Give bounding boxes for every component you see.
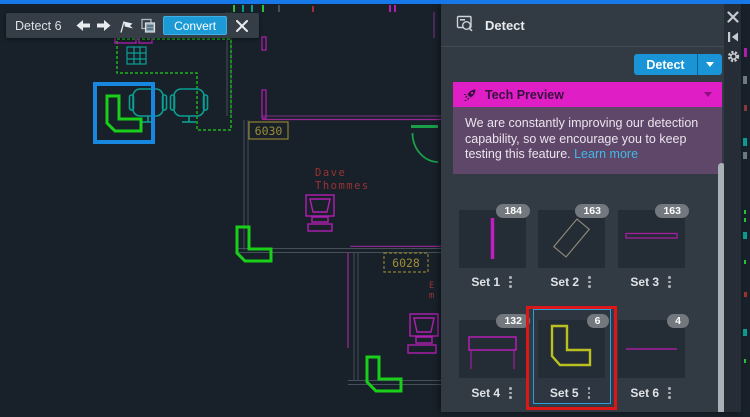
detected-l-shapes <box>105 94 403 393</box>
set-3-row: Set 3 <box>618 274 685 290</box>
svg-text:E: E <box>429 281 434 291</box>
set-3-thumbnail[interactable]: 163 <box>618 204 689 268</box>
detect-panel-icon <box>456 15 474 37</box>
set-menu-kebab[interactable] <box>507 274 514 290</box>
panel-divider <box>441 46 724 47</box>
set-1-shape <box>490 218 495 259</box>
convert-button[interactable]: Convert <box>163 16 228 35</box>
set-6-shape <box>626 348 677 350</box>
close-toolbar-icon[interactable] <box>231 16 253 36</box>
set-3-label: Set 3 <box>630 274 660 289</box>
set-4-label: Set 4 <box>471 385 501 400</box>
set-4-thumbnail[interactable]: 132 <box>459 314 530 378</box>
set-5-row: Set 5 <box>538 385 605 401</box>
learn-more-link[interactable]: Learn more <box>574 147 639 161</box>
detect-button-dropdown[interactable] <box>697 54 722 75</box>
set-3-shape <box>625 232 678 239</box>
previous-arrow-icon[interactable] <box>72 16 94 36</box>
canvas-edge-strip <box>741 4 750 412</box>
clipped-text-fragment: E m <box>429 281 434 301</box>
panel-header: Detect <box>441 4 724 46</box>
tech-preview-banner: Tech Preview We are constantly improving… <box>453 82 722 174</box>
room-label-6030: 6030 <box>255 124 283 138</box>
set-5-shape <box>550 324 591 366</box>
set-2-row: Set 2 <box>538 274 605 290</box>
panel-scrollbar[interactable] <box>718 163 725 412</box>
top-accent-bar <box>0 0 750 4</box>
set-5-thumbnail[interactable]: 6 <box>537 313 609 378</box>
tech-preview-title: Tech Preview <box>485 87 564 102</box>
count-badge: 132 <box>496 314 530 328</box>
collapse-panel-icon[interactable] <box>727 30 739 42</box>
desk-outline <box>116 38 232 131</box>
set-6-row: Set 6 <box>618 385 685 401</box>
count-badge: 4 <box>667 314 689 328</box>
settings-gear-icon[interactable] <box>727 50 739 63</box>
tech-preview-header[interactable]: Tech Preview <box>453 82 722 107</box>
detect-panel-content: Detect Detect Tech Preview We are consta… <box>441 4 725 412</box>
panel-title: Detect <box>485 18 525 33</box>
room-labels: 6030 6028 <box>248 121 429 273</box>
set-2-shape <box>552 218 591 258</box>
chair-icons <box>128 88 209 123</box>
detect-toolbar[interactable]: Detect 6 Convert <box>6 13 259 38</box>
flag-icon[interactable] <box>115 16 137 36</box>
svg-text:m: m <box>429 291 434 301</box>
set-2-thumbnail[interactable]: 163 <box>538 204 609 268</box>
count-badge: 6 <box>586 313 609 328</box>
svg-text:Dave: Dave <box>315 167 346 179</box>
set-6-label: Set 6 <box>630 385 660 400</box>
set-menu-kebab[interactable] <box>586 385 593 401</box>
detect-button[interactable]: Detect <box>634 54 722 75</box>
set-2-label: Set 2 <box>550 274 580 289</box>
tech-preview-body: We are constantly improving our detectio… <box>453 107 722 174</box>
room-label-6028: 6028 <box>392 256 420 270</box>
count-badge: 163 <box>655 204 689 218</box>
set-menu-kebab[interactable] <box>586 274 593 290</box>
set-menu-kebab[interactable] <box>666 274 673 290</box>
count-badge: 184 <box>496 204 530 218</box>
close-panel-icon[interactable] <box>726 10 739 23</box>
set-menu-kebab[interactable] <box>666 385 673 401</box>
detect-button-label[interactable]: Detect <box>634 54 697 75</box>
set-1-label: Set 1 <box>471 274 501 289</box>
rocket-icon <box>464 89 476 101</box>
computer-monitor <box>305 194 439 354</box>
set-4-shape <box>468 336 517 369</box>
set-4-row: Set 4 <box>459 385 526 401</box>
copy-pages-icon[interactable] <box>137 16 159 36</box>
desk-device <box>126 46 147 65</box>
set-menu-kebab[interactable] <box>507 385 514 401</box>
tech-preview-text: We are constantly improving our detectio… <box>465 116 699 161</box>
detect-panel: Detect Detect Tech Preview We are consta… <box>441 4 741 412</box>
set-5-selected-box[interactable]: 6 Set 5 <box>533 309 611 404</box>
set-1-thumbnail[interactable]: 184 <box>459 204 530 268</box>
canvas-top-ticks <box>233 5 396 12</box>
door-swing <box>411 125 439 163</box>
svg-text:Thommes: Thommes <box>315 180 370 192</box>
occupant-name-text: Dave Thommes <box>315 167 370 192</box>
banner-collapse-caret[interactable] <box>704 92 712 97</box>
set-5-label: Set 5 <box>549 385 579 400</box>
panel-icon-column <box>724 4 741 412</box>
wall-lines-colored <box>261 12 441 348</box>
set-6-thumbnail[interactable]: 4 <box>618 314 689 378</box>
set-1-row: Set 1 <box>459 274 526 290</box>
count-badge: 163 <box>575 204 609 218</box>
toolbar-title: Detect 6 <box>15 18 62 33</box>
next-arrow-icon[interactable] <box>93 16 115 36</box>
selection-box <box>93 82 155 144</box>
